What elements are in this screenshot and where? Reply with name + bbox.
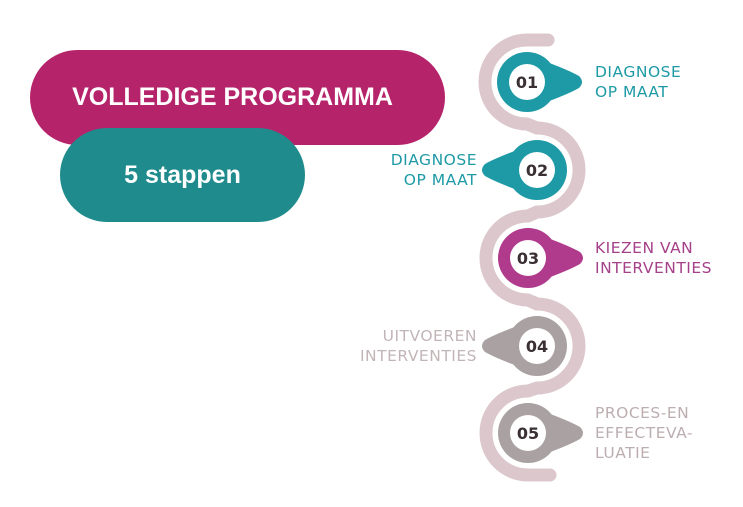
step-03-marker: 03: [498, 228, 583, 288]
steps-count: 5 stappen: [124, 160, 241, 189]
step-05-marker: 05: [498, 403, 583, 463]
drop-center: [519, 152, 555, 188]
step-05-label: PROCES-EN EFFECTEVA- LUATIE: [595, 403, 693, 463]
drop-center: [510, 240, 546, 276]
label-line: DIAGNOSE: [595, 63, 682, 81]
label-line: KIEZEN VAN: [595, 239, 694, 257]
drop-center: [510, 415, 546, 451]
step-number: 01: [516, 73, 538, 92]
step-02-marker: 02: [482, 140, 567, 200]
step-number: 02: [526, 161, 548, 180]
step-02-label: DIAGNOSE OP MAAT: [391, 150, 477, 190]
program-title: VOLLEDIGE PROGRAMMA: [72, 83, 393, 111]
label-line: EFFECTEVA-: [595, 424, 693, 442]
step-number: 05: [517, 424, 539, 443]
label-line: LUATIE: [595, 444, 651, 462]
step-04-label: UITVOEREN INTERVENTIES: [360, 326, 477, 366]
steps-count-pill: 5 stappen: [60, 128, 305, 222]
label-line: INTERVENTIES: [359, 347, 477, 365]
label-line: OP MAAT: [403, 171, 477, 189]
drop-center: [519, 328, 555, 364]
label-line: OP MAAT: [595, 83, 669, 101]
step-number: 04: [526, 337, 548, 356]
label-line: UITVOEREN: [382, 327, 477, 345]
step-number: 03: [517, 249, 539, 268]
step-04-marker: 04: [482, 316, 567, 376]
step-03-label: KIEZEN VAN INTERVENTIES: [595, 238, 712, 278]
label-line: DIAGNOSE: [390, 151, 477, 169]
step-01-marker: 01: [497, 52, 582, 112]
label-line: PROCES-EN: [595, 404, 690, 422]
snake-track: [478, 33, 586, 482]
label-line: INTERVENTIES: [595, 259, 713, 277]
drop-center: [509, 64, 545, 100]
step-01-label: DIAGNOSE OP MAAT: [595, 62, 681, 102]
